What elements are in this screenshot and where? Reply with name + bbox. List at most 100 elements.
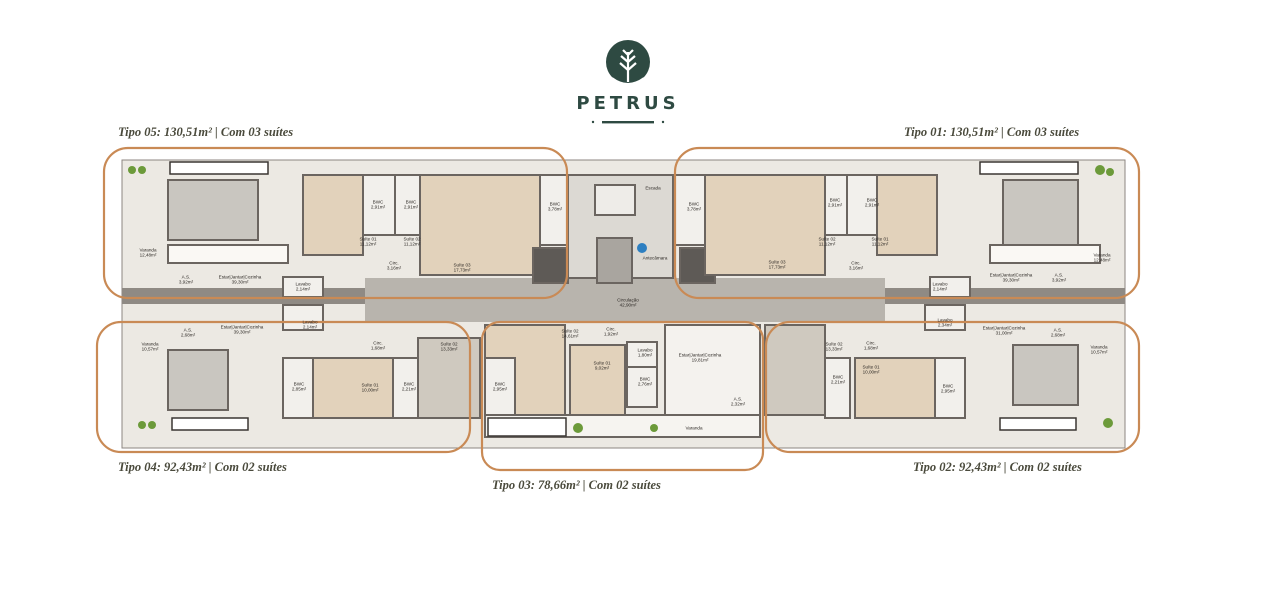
room-area: 2,21m² [401,387,417,392]
room-name: Varanda [1090,344,1108,350]
room-name: Suíte 02 [403,236,421,242]
room-name: Estar|Jantar|Cozinha [220,324,264,330]
logo-wordmark: PETRUS [576,93,680,114]
room-name: Circ. [866,340,876,346]
room-area: 3,92m² [1051,278,1067,283]
room-name: Suíte 01 [359,236,377,242]
room-name: Suíte 01 [361,382,379,388]
room-label: A.S.2,68m² [181,328,195,339]
room-area: 2,14m² [295,287,311,292]
room-area: 13,33m² [825,347,843,352]
room-area: 1,92m² [603,332,619,337]
room-area: 39,30m² [231,280,249,285]
room-name: Suíte 02 [440,341,458,347]
room-area: 2,91m² [403,205,419,210]
room-label: Varanda [685,425,702,430]
room-area: 3,92m² [178,280,194,285]
room-name: Escada [645,185,661,191]
room-name: Circ. [851,260,861,266]
room-area: 2,91m² [827,203,843,208]
room-area: 17,73m² [453,268,471,273]
room-name: A.S. [1054,272,1064,278]
room-name: Estar|Jantar|Cozinha [989,272,1033,278]
unit-title-tipo-03: Tipo 03: 78,66m² | Com 02 suítes [492,478,661,492]
room-area: 19,81m² [691,358,709,363]
room-name: BWC [688,201,700,207]
room-area: 2,68m² [1050,333,1066,338]
outline-tipo-02 [764,320,1141,454]
room-area: 11,12m² [871,242,889,247]
room-label: Circ.3,16m² [849,261,863,272]
room-name: Varanda [141,341,159,347]
room-name: Circ. [606,326,616,332]
room-label: A.S.3,92m² [1052,273,1066,284]
outline-tipo-04 [95,320,472,454]
room-name: Suíte 03 [768,259,786,265]
room-area: 31,00m² [995,331,1013,336]
room-area: 10,57m² [141,347,159,352]
room-name: BWC [293,381,305,387]
building-core [532,174,716,284]
room-area: 11,12m² [403,242,421,247]
accessibility-icon [637,243,647,253]
room-name: Suíte 01 [593,360,611,366]
room-label: Circ.3,16m² [387,261,401,272]
room-name: BWC [832,374,844,380]
logo-tagline-icon [591,120,665,124]
unit-tipo-05-rooms [167,174,569,298]
room-name: Varanda [685,425,703,431]
room-area: 11,12m² [818,242,836,247]
unit-outlines [95,146,1141,472]
room-label: Circ.1,92m² [604,327,618,338]
room-area: 2,14m² [302,325,318,330]
unit-tipo-01-rooms [672,174,1101,298]
unit-title-tipo-04: Tipo 04: 92,43m² | Com 02 suítes [118,460,287,474]
room-area: 11,12m² [359,242,377,247]
room-name: Circ. [373,340,383,346]
room-label: A.S.2,68m² [1051,328,1065,339]
room-name: Estar|Jantar|Cozinha [982,325,1026,331]
room-label: A.S.2,32m² [731,397,745,408]
room-area: 39,30m² [233,330,251,335]
room-name: BWC [639,376,651,382]
room-name: Lavabo [295,281,311,287]
room-area: 2,91m² [864,203,880,208]
room-area: 39,30m² [1002,278,1020,283]
room-area: 10,00m² [361,388,379,393]
room-area: 3,78m² [686,207,702,212]
room-name: Lavabo [637,347,653,353]
room-area: 14,61m² [561,334,579,339]
room-name: Suíte 03 [453,262,471,268]
room-area: 13,33m² [440,347,458,352]
room-name: Lavabo [937,317,953,323]
room-name: Lavabo [302,319,318,325]
room-area: 3,16m² [848,266,864,271]
room-name: BWC [549,201,561,207]
room-name: A.S. [733,396,743,402]
room-name: Estar|Jantar|Cozinha [218,274,262,280]
room-name: Antecâmara [642,255,668,261]
circulacao-area [365,278,885,322]
room-area: 2,76m² [637,382,653,387]
outline-tipo-03 [480,320,765,472]
